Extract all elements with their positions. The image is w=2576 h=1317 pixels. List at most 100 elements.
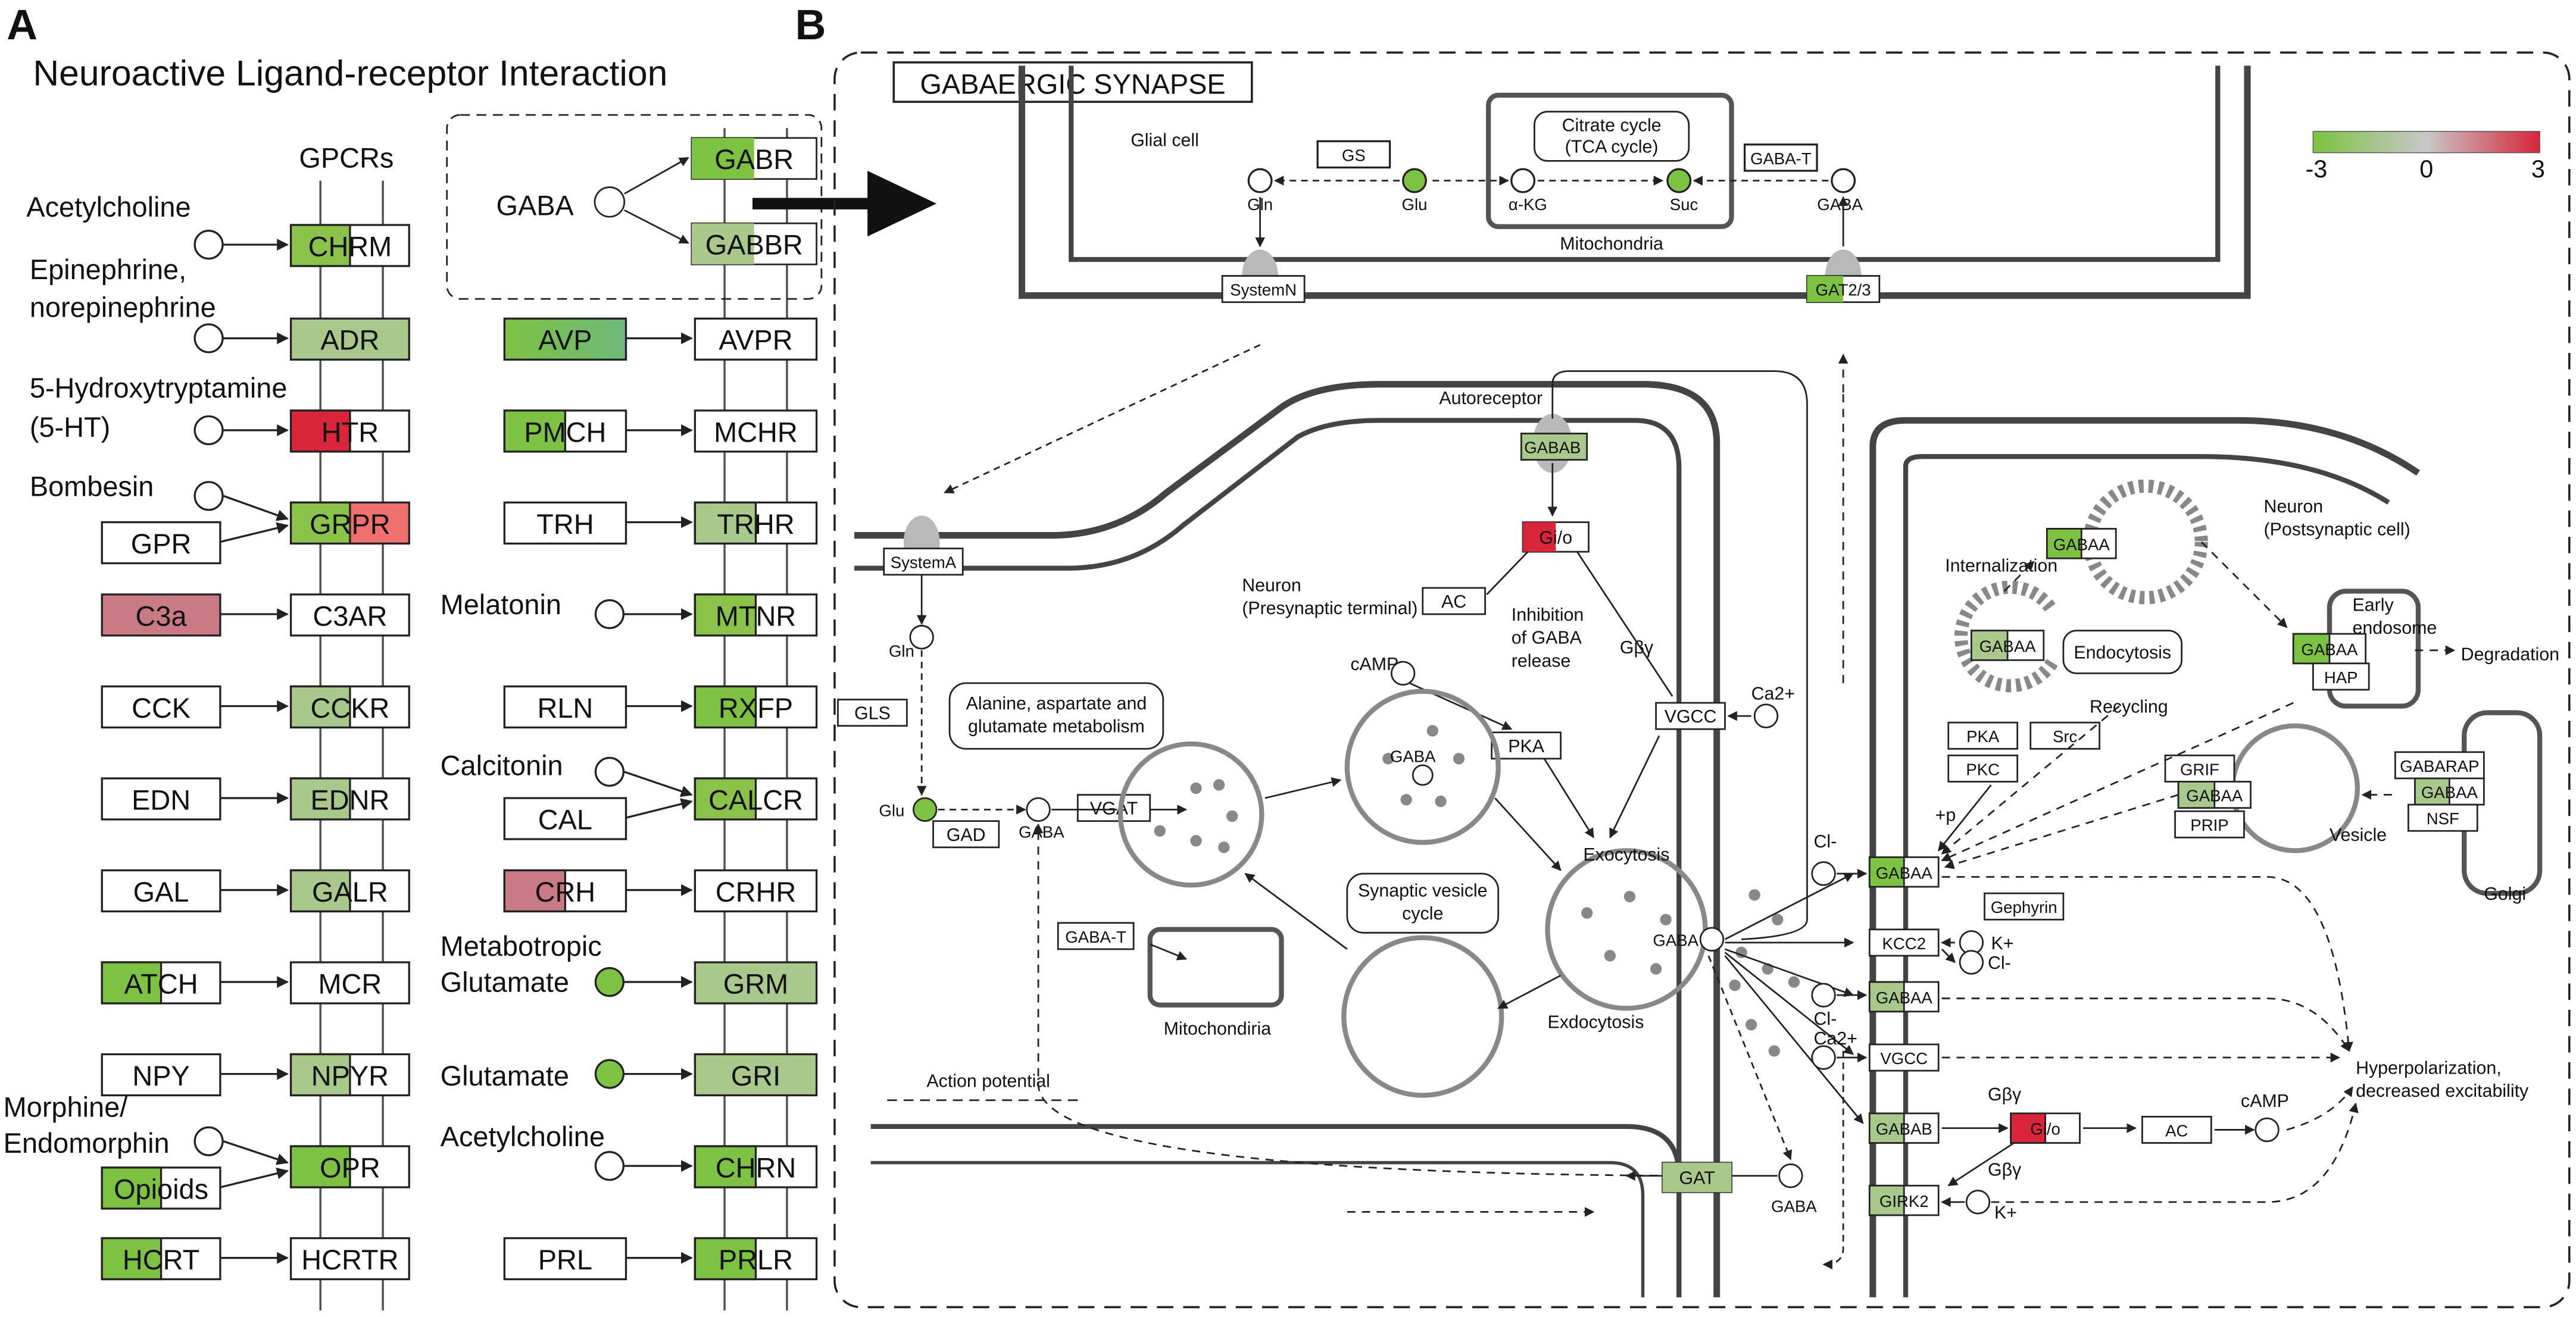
ligand-opioids: Opioids — [114, 1174, 208, 1205]
pre-gln: Gln — [889, 642, 914, 661]
src-label: Src — [2053, 727, 2078, 746]
hyper-1: Hyperpolarization, — [2356, 1059, 2502, 1078]
post-cl-2: Cl- — [1988, 953, 2011, 973]
pre-gio: Gi/o — [1539, 528, 1572, 548]
gat-label: GAT — [1679, 1168, 1715, 1188]
ligand-glutamate-mgl: Glutamate — [441, 967, 569, 998]
systema-label: SystemA — [891, 553, 957, 572]
post-k-1: K+ — [1991, 934, 2014, 953]
endocytosis-post: Endocytosis — [2074, 643, 2171, 663]
receptor-rxfp: RXFP — [719, 693, 793, 724]
post-ca: Ca2+ — [1813, 1029, 1857, 1049]
ligand-gal: GAL — [133, 877, 189, 908]
panel-a: A Neuroactive Ligand-receptor Interactio… — [4, 1, 936, 1310]
gat23-label: GAT2/3 — [1816, 281, 1871, 299]
post-pka: PKA — [1966, 727, 2000, 746]
gabr-receptor: GABR — [714, 144, 794, 175]
pre-vgcc: VGCC — [1665, 707, 1717, 727]
receptor-adr: ADR — [320, 325, 379, 356]
svc-1: Synaptic vesicle — [1358, 881, 1488, 901]
legend-mid: 0 — [2419, 155, 2433, 183]
pre-ac: AC — [1441, 592, 1466, 612]
pre-gaba: GABA — [1019, 822, 1064, 841]
receptor-avpr: AVPR — [719, 325, 792, 356]
pre-pka: PKA — [1508, 737, 1544, 756]
post-cl-1: Cl- — [1813, 832, 1837, 852]
receptor-grm: GRM — [723, 968, 788, 999]
receptor-galr: GALR — [312, 877, 388, 908]
receptor-chrn: CHRN — [716, 1152, 796, 1183]
receptor-gri: GRI — [731, 1061, 780, 1091]
recycling-label: Recycling — [2090, 697, 2168, 717]
gabaa-2: GABAA — [1876, 988, 1933, 1007]
pre-glu: Glu — [879, 801, 904, 819]
post-gio: Gi/o — [2030, 1120, 2060, 1138]
gad-label: GAD — [947, 825, 986, 845]
ligand-gpr: GPR — [131, 528, 192, 559]
ligand-acetylcholine-r: Acetylcholine — [441, 1121, 605, 1152]
receptor-ednr: EDNR — [310, 784, 389, 815]
exocytosis-label: Exocytosis — [1583, 845, 1669, 865]
receptor-mchr: MCHR — [714, 417, 798, 448]
vesicle-gaba: GABA — [1390, 747, 1436, 765]
panel-b-frame — [833, 51, 2571, 1309]
panel-a-letter: A — [7, 1, 38, 49]
post-camp: cAMP — [2241, 1091, 2289, 1111]
ligand-edn: EDN — [132, 784, 191, 815]
gpcrs-label: GPCRs — [299, 142, 394, 173]
post-gbg-2: Gβγ — [1988, 1160, 2022, 1180]
panel-a-title: Neuroactive Ligand-receptor Interaction — [33, 52, 667, 93]
ligand-melatonin: Melatonin — [441, 589, 561, 620]
post-vgcc: VGCC — [1880, 1049, 1928, 1068]
gabaa-1: GABAA — [1876, 864, 1933, 882]
endocytosis-label: Exdocytosis — [1547, 1012, 1644, 1032]
ligand-npy: NPY — [132, 1061, 189, 1091]
gabaa-pit: GABAA — [1979, 637, 2037, 655]
pre-neuron: Neuron — [1242, 575, 1301, 595]
glial-akg: α-KG — [1509, 195, 1547, 214]
ligand-hcrt: HCRT — [123, 1244, 199, 1275]
receptor-mcr: MCR — [319, 968, 382, 999]
ligand-epinephrine: Epinephrine, — [30, 254, 186, 285]
glial-glu: Glu — [1402, 195, 1428, 214]
ligand-atch: ATCH — [124, 968, 198, 999]
gabaa-golgi: GABAA — [2421, 783, 2478, 802]
girk2-label: GIRK2 — [1879, 1192, 1929, 1210]
post-gabab: GABAB — [1876, 1120, 1932, 1138]
receptor-mtnr: MTNR — [716, 600, 796, 631]
post-gbg-1: Gβγ — [1988, 1085, 2022, 1105]
receptor-npyr: NPYR — [311, 1061, 389, 1091]
legend-bar — [2312, 131, 2540, 154]
degradation-label: Degradation — [2461, 645, 2559, 664]
receptor-prlr: PRLR — [719, 1244, 793, 1275]
ligand-calcitonin: Calcitonin — [441, 750, 563, 781]
receptor-hcrtr: HCRTR — [301, 1244, 398, 1275]
low-gaba: GABA — [1771, 1197, 1817, 1215]
internalization-label: Internalization — [1945, 556, 2057, 575]
tca-label-2: (TCA cycle) — [1565, 137, 1659, 157]
golgi-label: Golgi — [2484, 884, 2526, 904]
receptor-htr: HTR — [321, 417, 379, 448]
post-neuron: Neuron — [2264, 497, 2324, 517]
systemn-label: SystemN — [1230, 281, 1297, 299]
mito-label: Mitochondria — [1560, 234, 1663, 254]
ligand-metabotropic-l: Morphine/ — [4, 1091, 128, 1122]
gabaa-internal: GABAA — [2053, 535, 2110, 553]
ala-2: glutamate metabolism — [968, 717, 1145, 737]
panel-b-letter: B — [795, 1, 826, 49]
gaba-node — [594, 186, 626, 218]
cleft-gaba: GABA — [1653, 931, 1698, 949]
receptor-crhr: CRHR — [716, 877, 796, 908]
pre-ca: Ca2+ — [1751, 684, 1795, 703]
ligand-norepinephrine: norepinephrine — [30, 292, 216, 323]
prip-label: PRIP — [2190, 816, 2228, 834]
post-ac: AC — [2165, 1121, 2188, 1140]
pre-gaba-t: GABA-T — [1065, 928, 1126, 946]
nsf-label: NSF — [2427, 809, 2459, 828]
ala-1: Alanine, aspartate and — [966, 694, 1147, 714]
ligand-acetylcholine: Acetylcholine — [26, 192, 191, 223]
ligand-5ht-abbr: (5-HT) — [30, 412, 110, 443]
ligand-metabotropic: Metabotropic — [441, 931, 602, 962]
gephyrin-label: Gephyrin — [1991, 898, 2057, 916]
ligand-pmch: PMCH — [524, 417, 606, 448]
